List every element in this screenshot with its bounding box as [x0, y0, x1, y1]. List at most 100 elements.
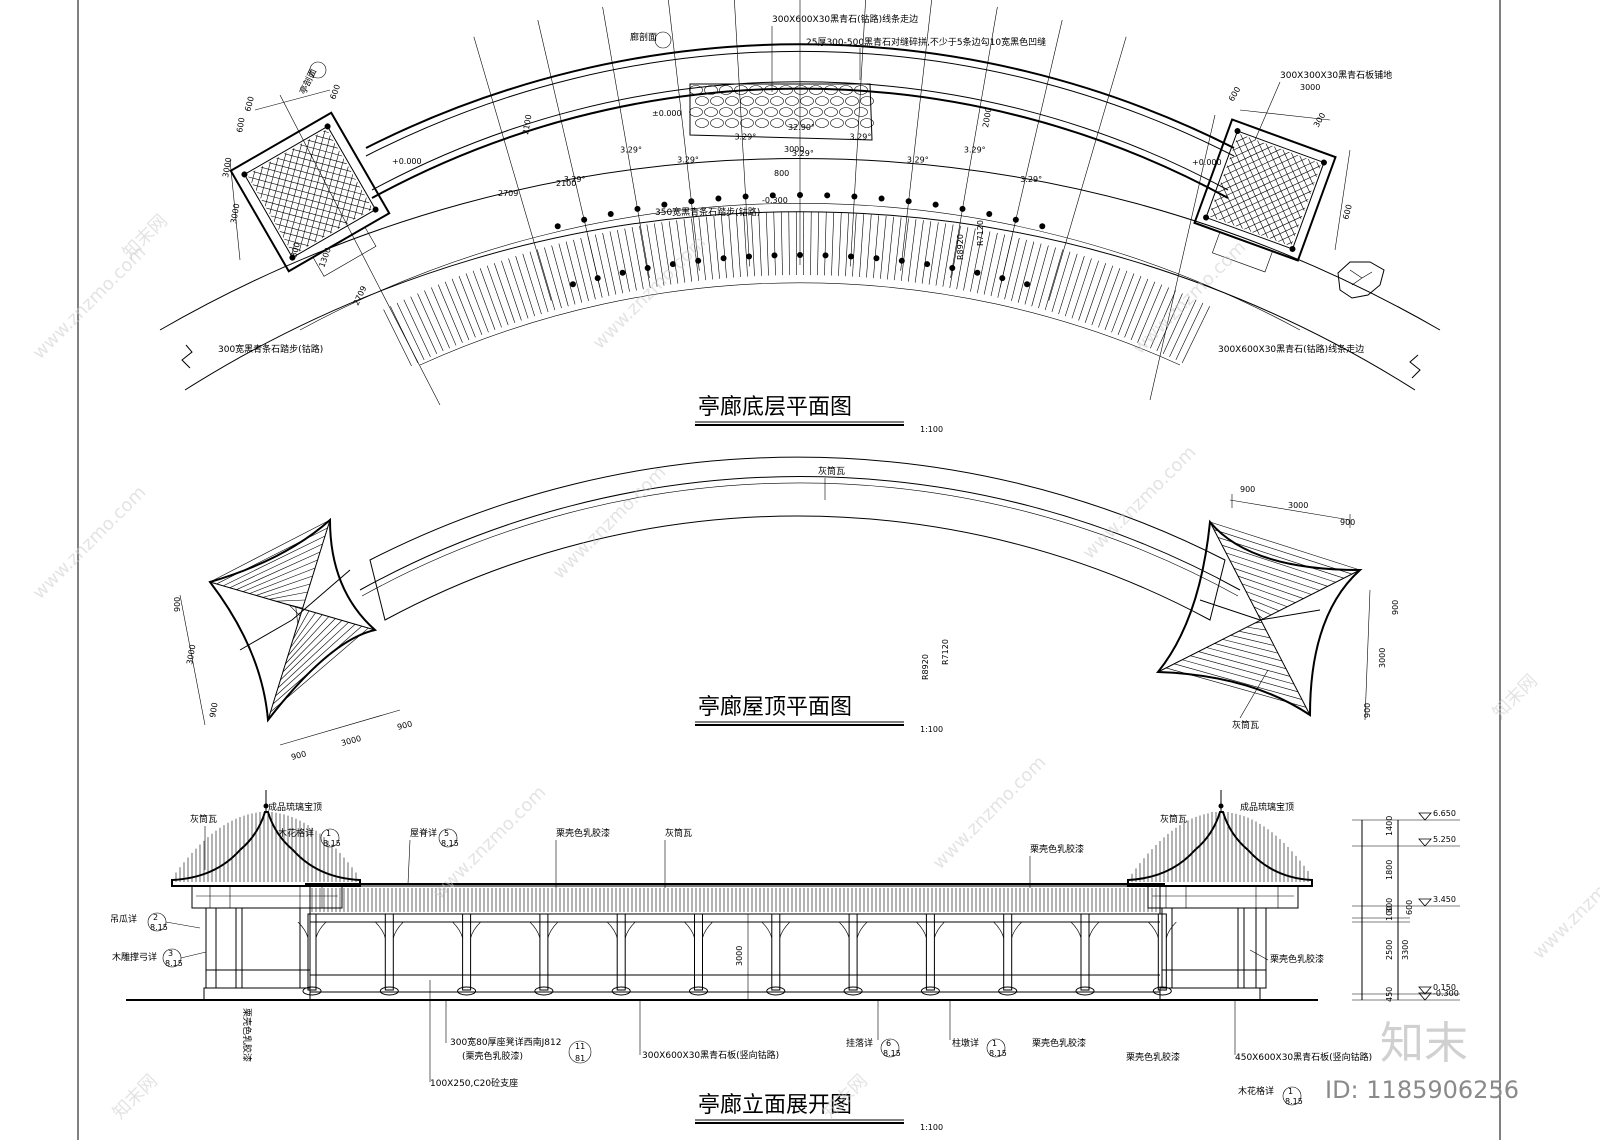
column-base [689, 986, 708, 996]
lattice-line [296, 135, 331, 255]
roof-tile-line [866, 214, 872, 278]
ref: 8.15 [989, 1049, 1007, 1058]
note-hanging: 吊瓜详 [110, 913, 137, 925]
lattice-line [260, 129, 295, 199]
level-dim: 1400 [1385, 816, 1394, 836]
roof-tile-line [653, 223, 665, 286]
cobble-stone [830, 96, 844, 106]
roof-tile-line [451, 278, 476, 338]
ref: 8.15 [883, 1049, 901, 1058]
note-paving-edge: 300X600X30黑青石(钴路)线条走边 [772, 13, 918, 25]
roof-tile-line [735, 214, 741, 278]
column-dot [878, 195, 885, 202]
lattice-line [309, 158, 345, 255]
roof-hatch [236, 551, 321, 590]
lattice-line [252, 184, 373, 219]
roof-tile-line [515, 256, 536, 317]
cobble-stone [749, 85, 763, 95]
column-dot [959, 205, 966, 212]
roof-hatch [1237, 575, 1304, 599]
note-base: 100X250,C20砼支座 [430, 1077, 518, 1089]
radial-line [473, 36, 552, 301]
lattice-line [1208, 173, 1318, 227]
note-paint-right: 栗壳色乳胶漆 [1270, 953, 1324, 965]
cobble-stone [725, 96, 739, 106]
column-dot [932, 201, 939, 208]
cobble-stone [830, 118, 844, 128]
roof-scale: 1:100 [920, 725, 943, 734]
ref: 2 [153, 913, 158, 922]
level-dim: 450 [1385, 987, 1394, 1002]
column-dot [607, 210, 614, 217]
note-paving-edge-right: 300X600X30黑青石(钴路)线条走边 [1218, 343, 1364, 355]
roof-tile-line [907, 219, 917, 282]
lattice-line [1210, 156, 1322, 210]
column-base [611, 986, 631, 996]
roof-tile-line [765, 212, 769, 276]
roof-dim: 3000 [1288, 501, 1308, 510]
plan-dim: 600 [1227, 85, 1242, 103]
ref: 1 [326, 829, 331, 838]
column-dot [949, 265, 956, 272]
roof-tile-line [595, 234, 610, 297]
roof-tile-line [437, 284, 463, 343]
roof-dim: 900 [396, 719, 413, 732]
cobble-stone [770, 96, 784, 106]
dim-3000: 3000 [735, 946, 744, 966]
cobble-stone [779, 85, 793, 95]
roof-hatch [1221, 544, 1336, 583]
column-dot [797, 252, 803, 258]
cobble-stone [689, 107, 703, 117]
lattice-line [1248, 133, 1302, 220]
roof-tile-line [617, 229, 630, 292]
roof-tile-line [501, 260, 522, 321]
roof-tile-line [668, 221, 679, 284]
lattice-line [1245, 133, 1299, 228]
column [384, 913, 394, 991]
ref: 6 [886, 1039, 891, 1048]
column-dot [720, 255, 727, 262]
plan-angle: 3.29° [964, 146, 986, 155]
roof-hatch [223, 535, 326, 587]
roof-tile-line [1084, 263, 1107, 323]
roof-tile-line [1044, 249, 1064, 311]
column-dot [1024, 281, 1031, 288]
roof-tile-line [887, 216, 894, 280]
roof-tile-line [1111, 273, 1135, 333]
cobble-stone [719, 107, 733, 117]
roof-tile-line [1098, 268, 1121, 328]
roof-tile-line [444, 281, 470, 341]
roof-dim: 900 [173, 597, 182, 612]
level-triangle [1418, 812, 1432, 821]
level-dim: 1800 [1385, 860, 1394, 880]
ref: 11 [575, 1042, 585, 1051]
roof-tile-line [631, 227, 644, 290]
level-right: +0.000 [1192, 158, 1222, 167]
level-dim: 600 [1405, 900, 1414, 915]
roof-tile-line [383, 309, 412, 367]
level-value: 0.150 [1433, 983, 1456, 992]
left-pavilion-elevation [171, 790, 361, 989]
roof-tile-line [551, 245, 569, 307]
column [1157, 913, 1167, 991]
plan-angle: 3.29° [734, 133, 756, 142]
note-step-350: 350宽黑青条石踏步(钴路) [655, 206, 760, 218]
roof-tile-line [928, 222, 939, 285]
roof-tile-line [810, 212, 812, 276]
cobble-stone [854, 107, 868, 117]
lattice-line [1251, 133, 1305, 211]
roof-hatch [269, 591, 308, 600]
roof-tile-line [997, 236, 1013, 298]
roof-dim: 900 [208, 702, 220, 719]
cobble-stone [785, 118, 799, 128]
column-base [1075, 986, 1095, 996]
column-dot [688, 198, 695, 205]
plan-angle-total: 32.90° [788, 123, 815, 132]
note-seat: 300宽80厚座凳详西南J812 [450, 1036, 561, 1048]
roof-tile-line [529, 251, 549, 313]
lattice-line [287, 129, 322, 246]
bracket [761, 921, 791, 939]
roof-hatch [216, 527, 328, 585]
roof-tile-line [403, 299, 431, 357]
cobble-stone [704, 85, 718, 95]
